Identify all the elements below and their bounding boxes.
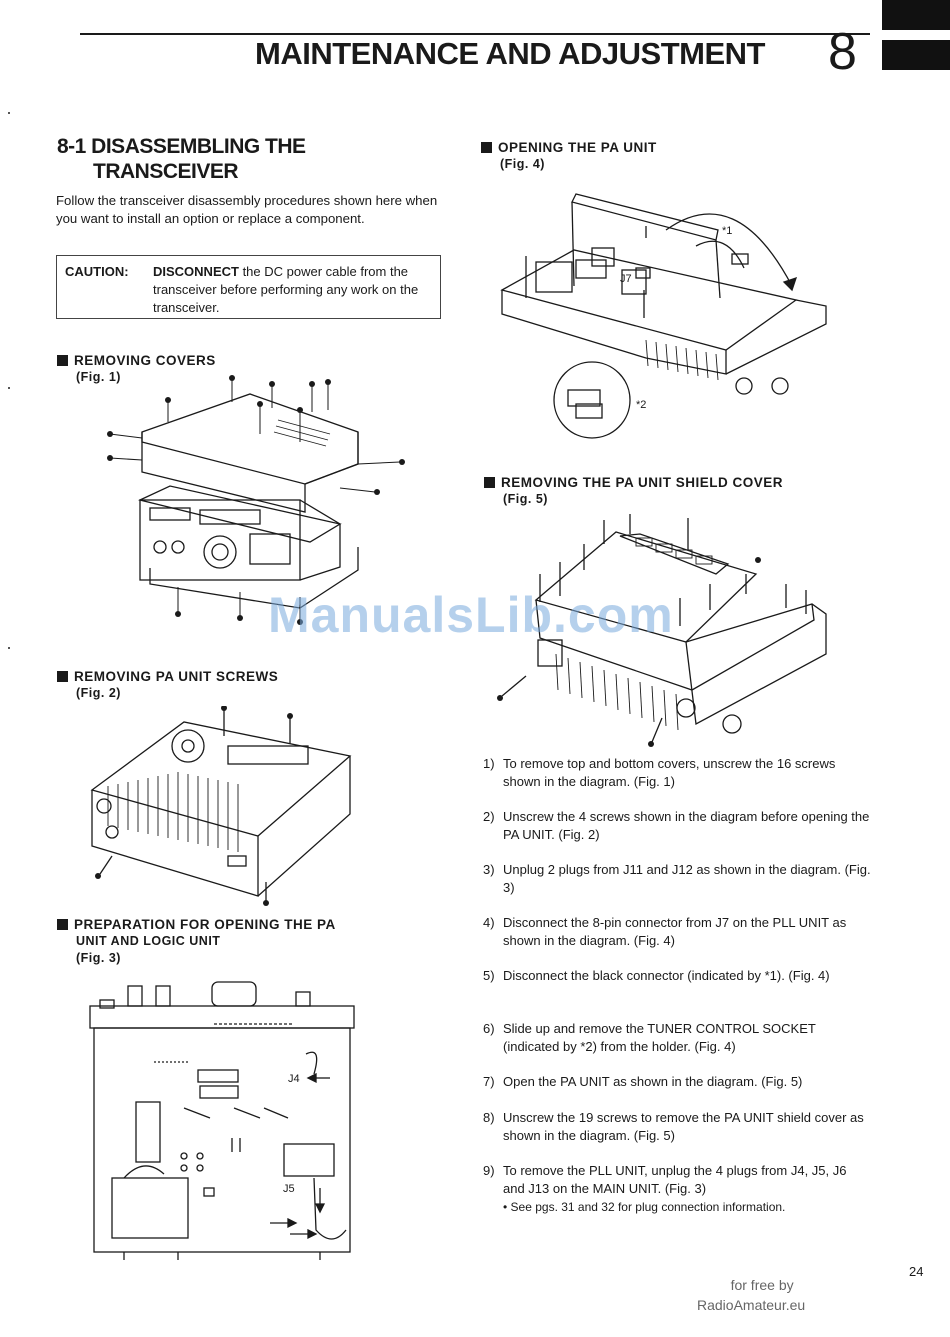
step-item: 8) Unscrew the 19 screws to remove the P…	[483, 1109, 871, 1145]
caution-text: DISCONNECT the DC power cable from the t…	[153, 263, 437, 317]
fig4-label-j7: J7	[620, 273, 632, 285]
step-item: 7) Open the PA UNIT as shown in the diag…	[483, 1073, 871, 1091]
fig1-title: REMOVING COVERS	[74, 353, 216, 368]
fig3-label-j5: J5	[283, 1183, 295, 1195]
watermark: ManualsLib.com	[268, 587, 674, 643]
fig5-title: REMOVING THE PA UNIT SHIELD COVER	[501, 475, 784, 490]
step-number: 4)	[483, 915, 495, 930]
fig4-illustration: J7 *1 *2	[496, 190, 836, 440]
bullet-square-icon	[57, 671, 68, 682]
intro-paragraph: Follow the transceiver disassembly proce…	[56, 193, 438, 226]
section-title-line1: 8-1 DISASSEMBLING THE	[57, 135, 306, 158]
caution-box: CAUTION: DISCONNECT the DC power cable f…	[56, 255, 441, 319]
step-item: 1) To remove top and bottom covers, unsc…	[483, 755, 871, 791]
margin-mark	[8, 647, 10, 649]
fig3-title-line2: UNIT AND LOGIC UNIT	[76, 934, 221, 948]
fig4-ref: (Fig. 4)	[500, 157, 545, 171]
step-text: Unscrew the 19 screws to remove the PA U…	[503, 1110, 864, 1143]
footer-line2: RadioAmateur.eu	[697, 1297, 806, 1313]
margin-mark	[8, 387, 10, 389]
step-number: 8)	[483, 1110, 495, 1125]
step-text: Disconnect the black connector (indicate…	[503, 968, 830, 983]
fig5-heading: REMOVING THE PA UNIT SHIELD COVER (Fig. …	[484, 474, 783, 508]
step-item: 9) To remove the PLL UNIT, unplug the 4 …	[483, 1162, 871, 1216]
fig3-title-line1: PREPARATION FOR OPENING THE PA	[74, 917, 336, 932]
fig5-ref: (Fig. 5)	[503, 492, 548, 506]
step-note: • See pgs. 31 and 32 for plug connection…	[503, 1200, 786, 1214]
step-text: To remove the PLL UNIT, unplug the 4 plu…	[503, 1163, 847, 1196]
caution-keyword: DISCONNECT	[153, 264, 239, 279]
step-item: 5) Disconnect the black connector (indic…	[483, 967, 871, 985]
footer-line1: for free by	[730, 1277, 794, 1293]
caution-label: CAUTION:	[65, 264, 129, 279]
section-title: 8-1 DISASSEMBLING THE TRANSCEIVER	[57, 134, 306, 184]
step-item: 4) Disconnect the 8-pin connector from J…	[483, 914, 871, 950]
bullet-square-icon	[481, 142, 492, 153]
fig3-illustration: J4 J5	[84, 978, 364, 1264]
fig1-illustration	[100, 372, 420, 632]
step-text: Slide up and remove the TUNER CONTROL SO…	[503, 1021, 816, 1054]
chapter-tab-marker	[882, 0, 950, 30]
header-rule	[80, 33, 870, 35]
step-text: Open the PA UNIT as shown in the diagram…	[503, 1074, 803, 1089]
step-number: 3)	[483, 862, 495, 877]
step-number: 2)	[483, 809, 495, 824]
step-item: 2) Unscrew the 4 screws shown in the dia…	[483, 808, 871, 844]
fig2-heading: REMOVING PA UNIT SCREWS (Fig. 2)	[57, 668, 278, 702]
step-number: 7)	[483, 1074, 495, 1089]
step-number: 1)	[483, 756, 495, 771]
step-number: 5)	[483, 968, 495, 983]
page-number: 24	[909, 1264, 924, 1279]
page-title: MAINTENANCE AND ADJUSTMENT	[255, 36, 765, 71]
fig3-heading: PREPARATION FOR OPENING THE PA UNIT AND …	[57, 916, 336, 967]
margin-mark	[8, 112, 10, 114]
step-text: To remove top and bottom covers, unscrew…	[503, 756, 836, 789]
chapter-number: 8	[828, 23, 857, 81]
step-item: 3) Unplug 2 plugs from J11 and J12 as sh…	[483, 861, 871, 897]
fig3-label-j4: J4	[288, 1073, 300, 1085]
bullet-square-icon	[484, 477, 495, 488]
fig5-illustration	[496, 514, 836, 750]
fig2-ref: (Fig. 2)	[76, 686, 121, 700]
fig4-title: OPENING THE PA UNIT	[498, 140, 657, 155]
fig4-label-star2: *2	[636, 399, 646, 411]
caution-body: the DC power cable from the transceiver …	[153, 264, 419, 315]
fig4-label-star1: *1	[722, 225, 732, 237]
fig4-heading: OPENING THE PA UNIT (Fig. 4)	[481, 139, 657, 173]
step-item: 6) Slide up and remove the TUNER CONTROL…	[483, 1020, 871, 1056]
fig1-heading: REMOVING COVERS (Fig. 1)	[57, 352, 216, 386]
footer-credit: for free by RadioAmateur.eu	[697, 1275, 805, 1315]
step-number: 6)	[483, 1021, 495, 1036]
section-title-line2: TRANSCEIVER	[93, 160, 239, 183]
step-number: 9)	[483, 1163, 495, 1178]
fig3-ref: (Fig. 3)	[76, 951, 121, 965]
step-text: Unscrew the 4 screws shown in the diagra…	[503, 809, 870, 842]
step-text: Disconnect the 8-pin connector from J7 o…	[503, 915, 847, 948]
fig2-title: REMOVING PA UNIT SCREWS	[74, 669, 279, 684]
chapter-tab-marker	[882, 40, 950, 70]
bullet-square-icon	[57, 355, 68, 366]
fig1-ref: (Fig. 1)	[76, 370, 121, 384]
bullet-square-icon	[57, 919, 68, 930]
step-text: Unplug 2 plugs from J11 and J12 as shown…	[503, 862, 871, 895]
fig2-illustration	[88, 706, 358, 906]
